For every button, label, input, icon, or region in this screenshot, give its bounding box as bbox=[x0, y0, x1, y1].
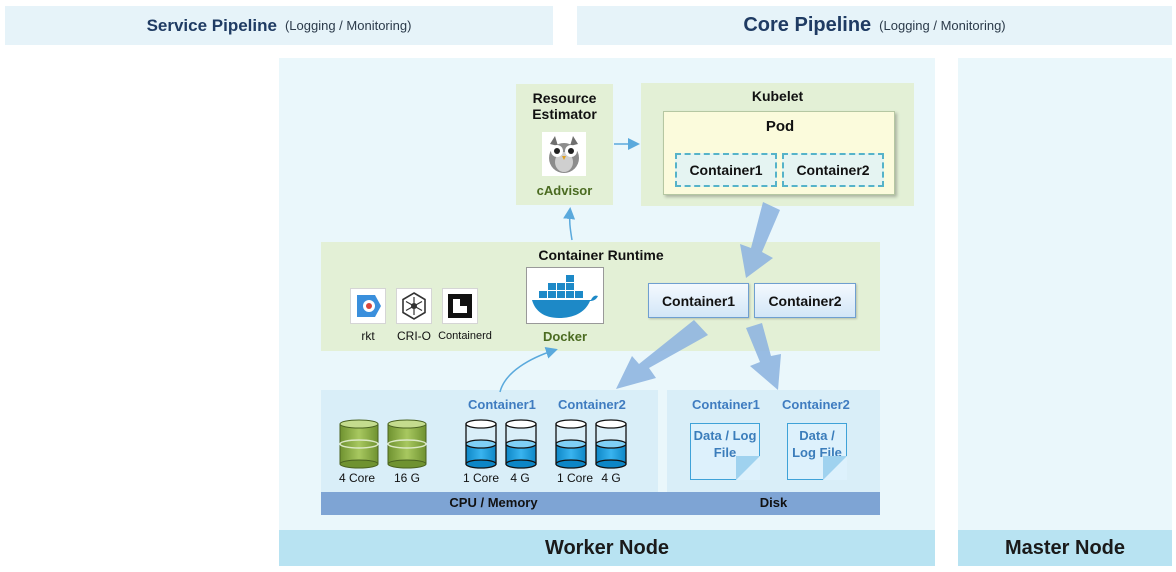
service-pipeline-header: Service Pipeline (Logging / Monitoring) bbox=[5, 6, 553, 45]
container2-cpu-label: 1 Core bbox=[556, 471, 594, 485]
docker-label: Docker bbox=[542, 329, 588, 344]
container2-memory-cylinder bbox=[595, 419, 627, 469]
disk-container-1-label: Container1 bbox=[692, 397, 760, 412]
kubelet-panel: Kubelet Pod Container1 Container2 bbox=[641, 83, 914, 206]
pod-container-2: Container2 bbox=[782, 153, 884, 187]
cpu-memory-label: CPU / Memory bbox=[449, 495, 538, 510]
core-pipeline-title: Core Pipeline bbox=[743, 14, 872, 36]
runtime-container-1: Container1 bbox=[648, 283, 749, 318]
container1-log-file-text: Data / Log File bbox=[693, 428, 757, 460]
node-cpu-cylinder bbox=[339, 419, 379, 469]
container1-cpu-cylinder bbox=[465, 419, 497, 469]
disk-container-2-label: Container2 bbox=[782, 397, 850, 412]
cpu-container-1-label: Container1 bbox=[468, 397, 536, 412]
container1-cpu-label: 1 Core bbox=[462, 471, 500, 485]
container-runtime-panel: Container Runtime rkt CRI-O Containerd D… bbox=[321, 242, 880, 351]
owl-icon bbox=[542, 132, 586, 176]
resource-estimator-title: Resource Estimator bbox=[532, 90, 597, 122]
master-node-label: Master Node bbox=[958, 530, 1172, 566]
container-runtime-title: Container Runtime bbox=[538, 247, 664, 263]
service-pipeline-subtitle: (Logging / Monitoring) bbox=[284, 18, 412, 33]
docker-icon bbox=[526, 267, 604, 324]
cri-o-icon bbox=[396, 288, 432, 324]
disk-label: Disk bbox=[759, 495, 788, 510]
container2-memory-label: 4 G bbox=[601, 471, 621, 485]
container2-cpu-cylinder bbox=[555, 419, 587, 469]
container1-memory-cylinder bbox=[505, 419, 537, 469]
resource-strip: CPU / Memory Disk bbox=[321, 492, 880, 515]
cri-o-label: CRI-O bbox=[397, 329, 431, 343]
node-memory-cylinder bbox=[387, 419, 427, 469]
core-pipeline-subtitle: (Logging / Monitoring) bbox=[879, 18, 1006, 33]
worker-node-label: Worker Node bbox=[279, 530, 935, 566]
rkt-label: rkt bbox=[361, 329, 375, 343]
pod-container-1: Container1 bbox=[675, 153, 777, 187]
service-pipeline-title: Service Pipeline bbox=[146, 15, 277, 35]
container1-memory-label: 4 G bbox=[510, 471, 530, 485]
resource-estimator-panel: Resource Estimator cAdvisor bbox=[516, 84, 613, 205]
pod-box: Pod Container1 Container2 bbox=[663, 111, 895, 195]
node-memory-label: 16 G bbox=[393, 471, 420, 485]
container1-log-file: Data / Log File bbox=[690, 423, 760, 480]
master-node-area bbox=[958, 58, 1172, 530]
pod-title: Pod bbox=[765, 118, 795, 135]
node-cpu-label: 4 Core bbox=[338, 471, 376, 485]
resource-cylinders bbox=[339, 419, 627, 469]
container2-log-file: Data / Log File bbox=[787, 423, 847, 480]
cadvisor-label: cAdvisor bbox=[536, 183, 593, 198]
kubelet-title: Kubelet bbox=[751, 88, 804, 104]
containerd-label: Containerd bbox=[438, 330, 492, 342]
cpu-container-2-label: Container2 bbox=[558, 397, 626, 412]
rkt-icon bbox=[350, 288, 386, 324]
core-pipeline-header: Core Pipeline (Logging / Monitoring) bbox=[577, 6, 1172, 45]
containerd-icon bbox=[442, 288, 478, 324]
runtime-container-2: Container2 bbox=[754, 283, 856, 318]
